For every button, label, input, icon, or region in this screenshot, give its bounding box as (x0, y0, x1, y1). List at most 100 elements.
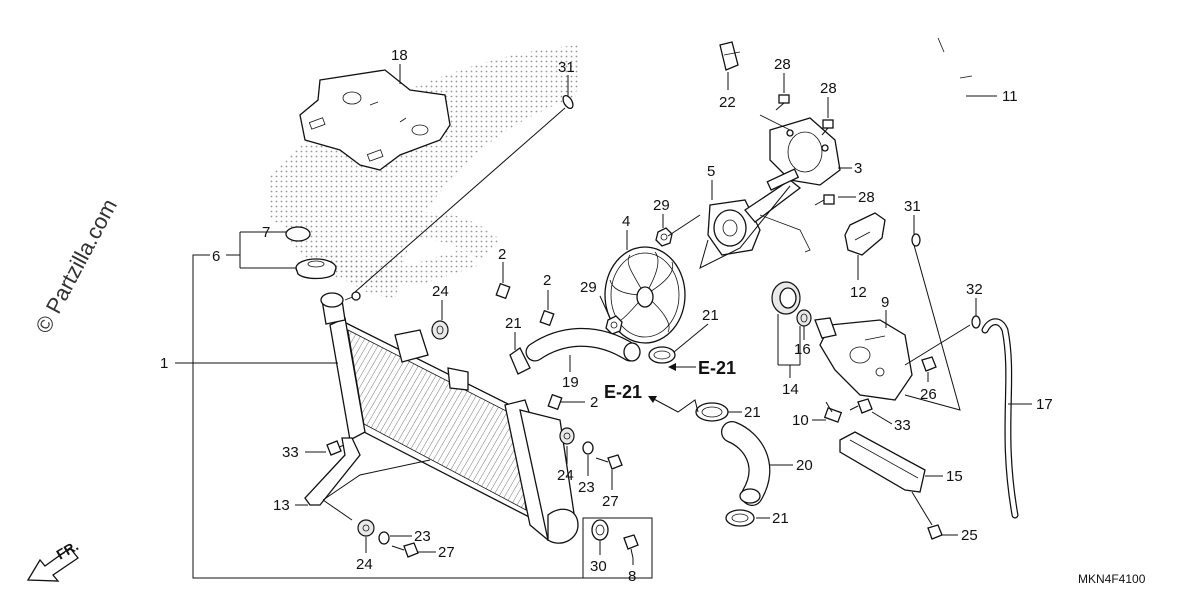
part-2-clip-b[interactable] (539, 309, 555, 327)
part-12-cover[interactable] (844, 212, 886, 256)
part-9-housing[interactable] (814, 317, 913, 401)
part-30-washer[interactable] (591, 519, 609, 541)
part-24-grommet-a[interactable] (431, 320, 449, 340)
part-17-tube[interactable] (981, 318, 1019, 519)
callouts: 1 2 2 2 3 4 5 6 7 8 9 10 11 12 13 14 15 … (160, 47, 1053, 585)
part-25-bolt[interactable] (927, 524, 943, 540)
callout-16[interactable]: 16 (794, 341, 811, 358)
part-23-collar-b[interactable] (378, 531, 390, 545)
part-27-bolt-b[interactable] (391, 542, 419, 558)
part-14-joint[interactable] (771, 281, 801, 315)
callout-6[interactable]: 6 (212, 248, 220, 265)
part-24-grommet-c[interactable] (357, 519, 375, 537)
part-2-clip-a[interactable] (495, 282, 511, 300)
part-11-overflow-tube[interactable] (573, 12, 973, 242)
watermark: © Partzilla.com (30, 195, 122, 338)
part-4-cooling-fan[interactable] (604, 246, 686, 344)
callout-2-b[interactable]: 2 (543, 272, 551, 289)
callout-21-a[interactable]: 21 (505, 315, 522, 332)
callout-24-b[interactable]: 24 (557, 467, 574, 484)
callout-14[interactable]: 14 (782, 381, 799, 398)
part-21-clamp-a[interactable] (509, 347, 531, 375)
callout-25[interactable]: 25 (961, 527, 978, 544)
part-10-sensor[interactable] (823, 401, 843, 423)
part-31-clip-b[interactable] (911, 233, 921, 247)
part-7-seal[interactable] (285, 226, 311, 242)
part-2-clip-c[interactable] (547, 393, 563, 411)
callout-24-a[interactable]: 24 (432, 283, 449, 300)
callout-21-c[interactable]: 21 (744, 404, 761, 421)
callout-2-a[interactable]: 2 (498, 246, 506, 263)
callout-33-b[interactable]: 33 (894, 417, 911, 434)
callout-3[interactable]: 3 (854, 160, 862, 177)
part-5-fan-motor[interactable] (707, 168, 811, 256)
part-22-clamp[interactable] (719, 41, 741, 71)
part-24-grommet-b[interactable] (559, 427, 575, 445)
callout-23-b[interactable]: 23 (414, 528, 431, 545)
callout-27-a[interactable]: 27 (602, 493, 619, 510)
callout-19[interactable]: 19 (562, 374, 579, 391)
callout-18[interactable]: 18 (391, 47, 408, 64)
callout-10[interactable]: 10 (792, 412, 809, 429)
part-6-radiator-cap[interactable] (295, 258, 337, 280)
callout-21-b[interactable]: 21 (702, 307, 719, 324)
part-8-bolt[interactable] (623, 534, 639, 559)
callout-8[interactable]: 8 (628, 568, 636, 585)
part-20-hose[interactable] (721, 421, 771, 506)
part-29-nut-a[interactable] (655, 227, 673, 247)
callout-24-c[interactable]: 24 (356, 556, 373, 573)
leader-lines (175, 64, 1032, 579)
callout-15[interactable]: 15 (946, 468, 963, 485)
callout-33-a[interactable]: 33 (282, 444, 299, 461)
part-28-bolt-a[interactable] (775, 94, 790, 111)
callout-28-b[interactable]: 28 (820, 80, 837, 97)
part-31-clip-a[interactable] (561, 94, 575, 110)
callout-17[interactable]: 17 (1036, 396, 1053, 413)
part-33-bolt-b[interactable] (849, 398, 873, 414)
callout-29-a[interactable]: 29 (653, 197, 670, 214)
ref-label-e21-b: E-21 (604, 382, 642, 402)
callout-5[interactable]: 5 (707, 163, 715, 180)
callout-32[interactable]: 32 (966, 281, 983, 298)
callout-30[interactable]: 30 (590, 558, 607, 575)
callout-31-a[interactable]: 31 (558, 59, 575, 76)
part-32-clip[interactable] (971, 315, 981, 329)
callout-28-a[interactable]: 28 (774, 56, 791, 73)
callout-11[interactable]: 11 (1002, 88, 1018, 105)
part-19-hose[interactable] (525, 327, 641, 362)
callout-26[interactable]: 26 (920, 386, 937, 403)
callout-23-a[interactable]: 23 (578, 479, 595, 496)
part-1-radiator[interactable] (320, 291, 579, 544)
diagram-code: MKN4F4100 (1078, 572, 1146, 586)
callout-29-b[interactable]: 29 (580, 279, 597, 296)
callout-13[interactable]: 13 (273, 497, 290, 514)
part-28-bolt-b[interactable] (821, 119, 834, 136)
callout-20[interactable]: 20 (796, 457, 813, 474)
callout-31-b[interactable]: 31 (904, 198, 921, 215)
part-23-collar-a[interactable] (582, 441, 594, 455)
part-21-clamp-d[interactable] (725, 509, 755, 527)
ref-label-e21-a: E-21 (698, 358, 736, 378)
part-13-stay[interactable] (304, 437, 361, 506)
part-18-shroud-plate[interactable] (299, 69, 451, 171)
part-15-plate[interactable] (839, 431, 926, 493)
callout-9[interactable]: 9 (881, 294, 889, 311)
callout-28-c[interactable]: 28 (858, 189, 875, 206)
front-direction-arrow: FR. (26, 537, 81, 582)
part-29-nut-b[interactable] (605, 315, 623, 335)
part-16-o-ring[interactable] (796, 309, 812, 327)
callout-4[interactable]: 4 (622, 213, 630, 230)
callout-22[interactable]: 22 (719, 94, 736, 111)
callout-27-b[interactable]: 27 (438, 544, 455, 561)
callout-7[interactable]: 7 (262, 224, 270, 241)
part-21-clamp-c[interactable] (695, 402, 729, 422)
part-28-bolt-c[interactable] (814, 194, 835, 206)
callout-12[interactable]: 12 (850, 284, 867, 301)
part-26-bolt[interactable] (921, 356, 937, 372)
callout-2-c[interactable]: 2 (590, 394, 598, 411)
part-27-bolt-a[interactable] (595, 454, 623, 470)
part-21-clamp-b[interactable] (648, 346, 676, 364)
callout-21-d[interactable]: 21 (772, 510, 789, 527)
callout-1[interactable]: 1 (160, 355, 168, 372)
